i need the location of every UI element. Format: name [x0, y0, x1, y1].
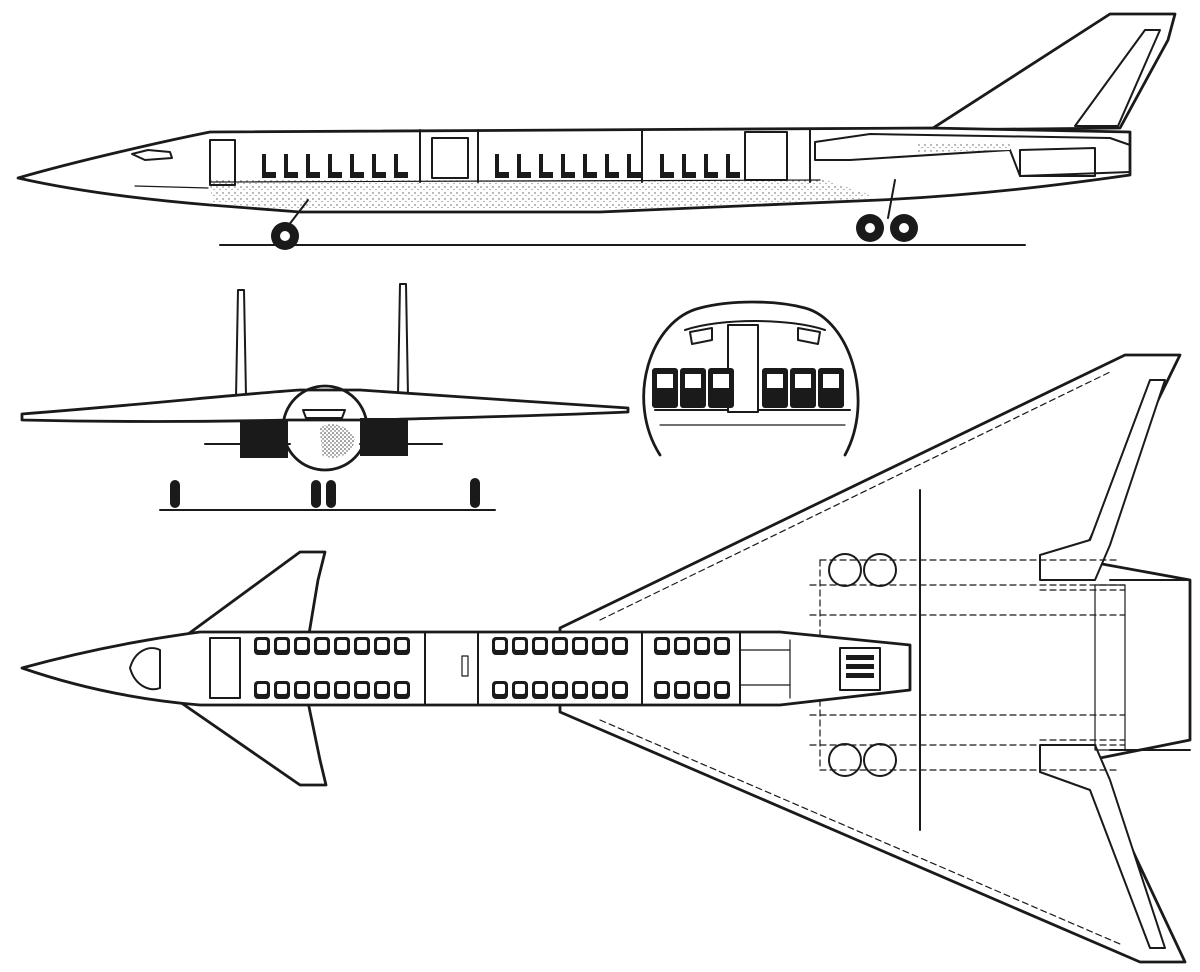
front-engine-left	[240, 420, 288, 458]
engine-inlet-shading	[918, 142, 1010, 152]
main-wheel-rear	[890, 214, 918, 242]
front-right-gear	[470, 478, 480, 508]
front-elevation-view	[20, 283, 630, 511]
canard-lower	[178, 700, 328, 787]
front-right-fin	[397, 283, 409, 397]
overhead-bin-left	[689, 327, 713, 345]
cockpit-window	[131, 149, 173, 161]
engine-nacelle-side	[814, 133, 1131, 177]
cabin-cross-section-view	[642, 300, 860, 457]
plan-cabin-structure	[209, 631, 881, 706]
plan-main-gear	[828, 553, 897, 777]
nose-cockpit-plan	[129, 647, 161, 691]
nose-lower-panel	[134, 185, 209, 189]
wing-trailing-flaps-lower	[1039, 744, 1166, 949]
cabin-ceiling	[684, 320, 826, 331]
wing-spar-upper	[599, 371, 1111, 621]
canard-upper	[178, 550, 327, 642]
wing-spar-lower	[599, 719, 1121, 945]
wing-trailing-flaps-upper	[1039, 379, 1166, 581]
plan-view	[20, 353, 1192, 964]
front-nose-gear-b	[326, 480, 336, 508]
side-elevation-view	[16, 12, 1177, 250]
section-seats-right	[762, 368, 844, 408]
wing-ribs	[819, 559, 1121, 771]
main-wheel-front	[856, 214, 884, 242]
section-seats-left	[652, 368, 734, 408]
fuselage-lower-shading	[210, 178, 880, 210]
plan-engine-bays	[809, 579, 1191, 751]
front-wing	[20, 388, 630, 423]
cabin-bulkheads	[209, 129, 821, 186]
front-radome-shading	[320, 424, 355, 458]
nose-wheel	[271, 222, 299, 250]
engine-exhaust-side	[1019, 147, 1096, 177]
overhead-bin-right	[797, 327, 821, 345]
rudder	[1074, 29, 1161, 127]
plan-seats-mid-lower	[492, 681, 628, 699]
front-cockpit-window	[302, 409, 346, 419]
front-fuselage	[281, 384, 369, 472]
main-gear-strut	[887, 179, 896, 219]
plan-seats-mid-upper	[492, 637, 628, 655]
front-left-gear	[170, 480, 180, 508]
front-left-fin	[235, 289, 247, 399]
front-nose-gear-a	[311, 480, 321, 508]
